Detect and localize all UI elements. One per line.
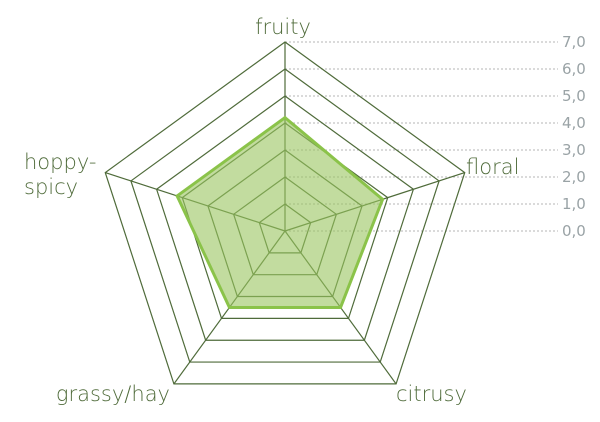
- data-point: [227, 305, 231, 309]
- tick-label: 6,0: [562, 60, 586, 78]
- tick-label: 5,0: [562, 87, 586, 105]
- data-point: [175, 194, 179, 198]
- tick-label: 7,0: [562, 33, 586, 51]
- tick-label: 1,0: [562, 195, 586, 213]
- tick-label: 3,0: [562, 141, 586, 159]
- axis-label: fruity: [255, 15, 311, 39]
- tick-labels: 0,0 1,0 2,0 3,0 4,0 5,0 6,0 7,0: [562, 33, 586, 240]
- tick-label: 2,0: [562, 168, 586, 186]
- axis-labels: fruity floral citrusy grassy/hay hoppy-spicy: [24, 15, 519, 406]
- radar-series: [175, 116, 385, 309]
- tick-label: 0,0: [562, 222, 586, 240]
- grid-ring: [130, 68, 440, 363]
- data-point: [339, 305, 343, 309]
- axis-label: floral: [466, 155, 519, 179]
- grid-ring: [104, 41, 466, 385]
- grid-ring: [155, 95, 415, 341]
- series-area: [175, 116, 385, 309]
- data-point: [283, 116, 287, 120]
- axis-label: hoppy-spicy: [24, 150, 96, 199]
- axis-label: grassy/hay: [56, 382, 170, 406]
- data-point: [381, 197, 385, 201]
- axis-label: citrusy: [396, 382, 467, 406]
- tick-label: 4,0: [562, 114, 586, 132]
